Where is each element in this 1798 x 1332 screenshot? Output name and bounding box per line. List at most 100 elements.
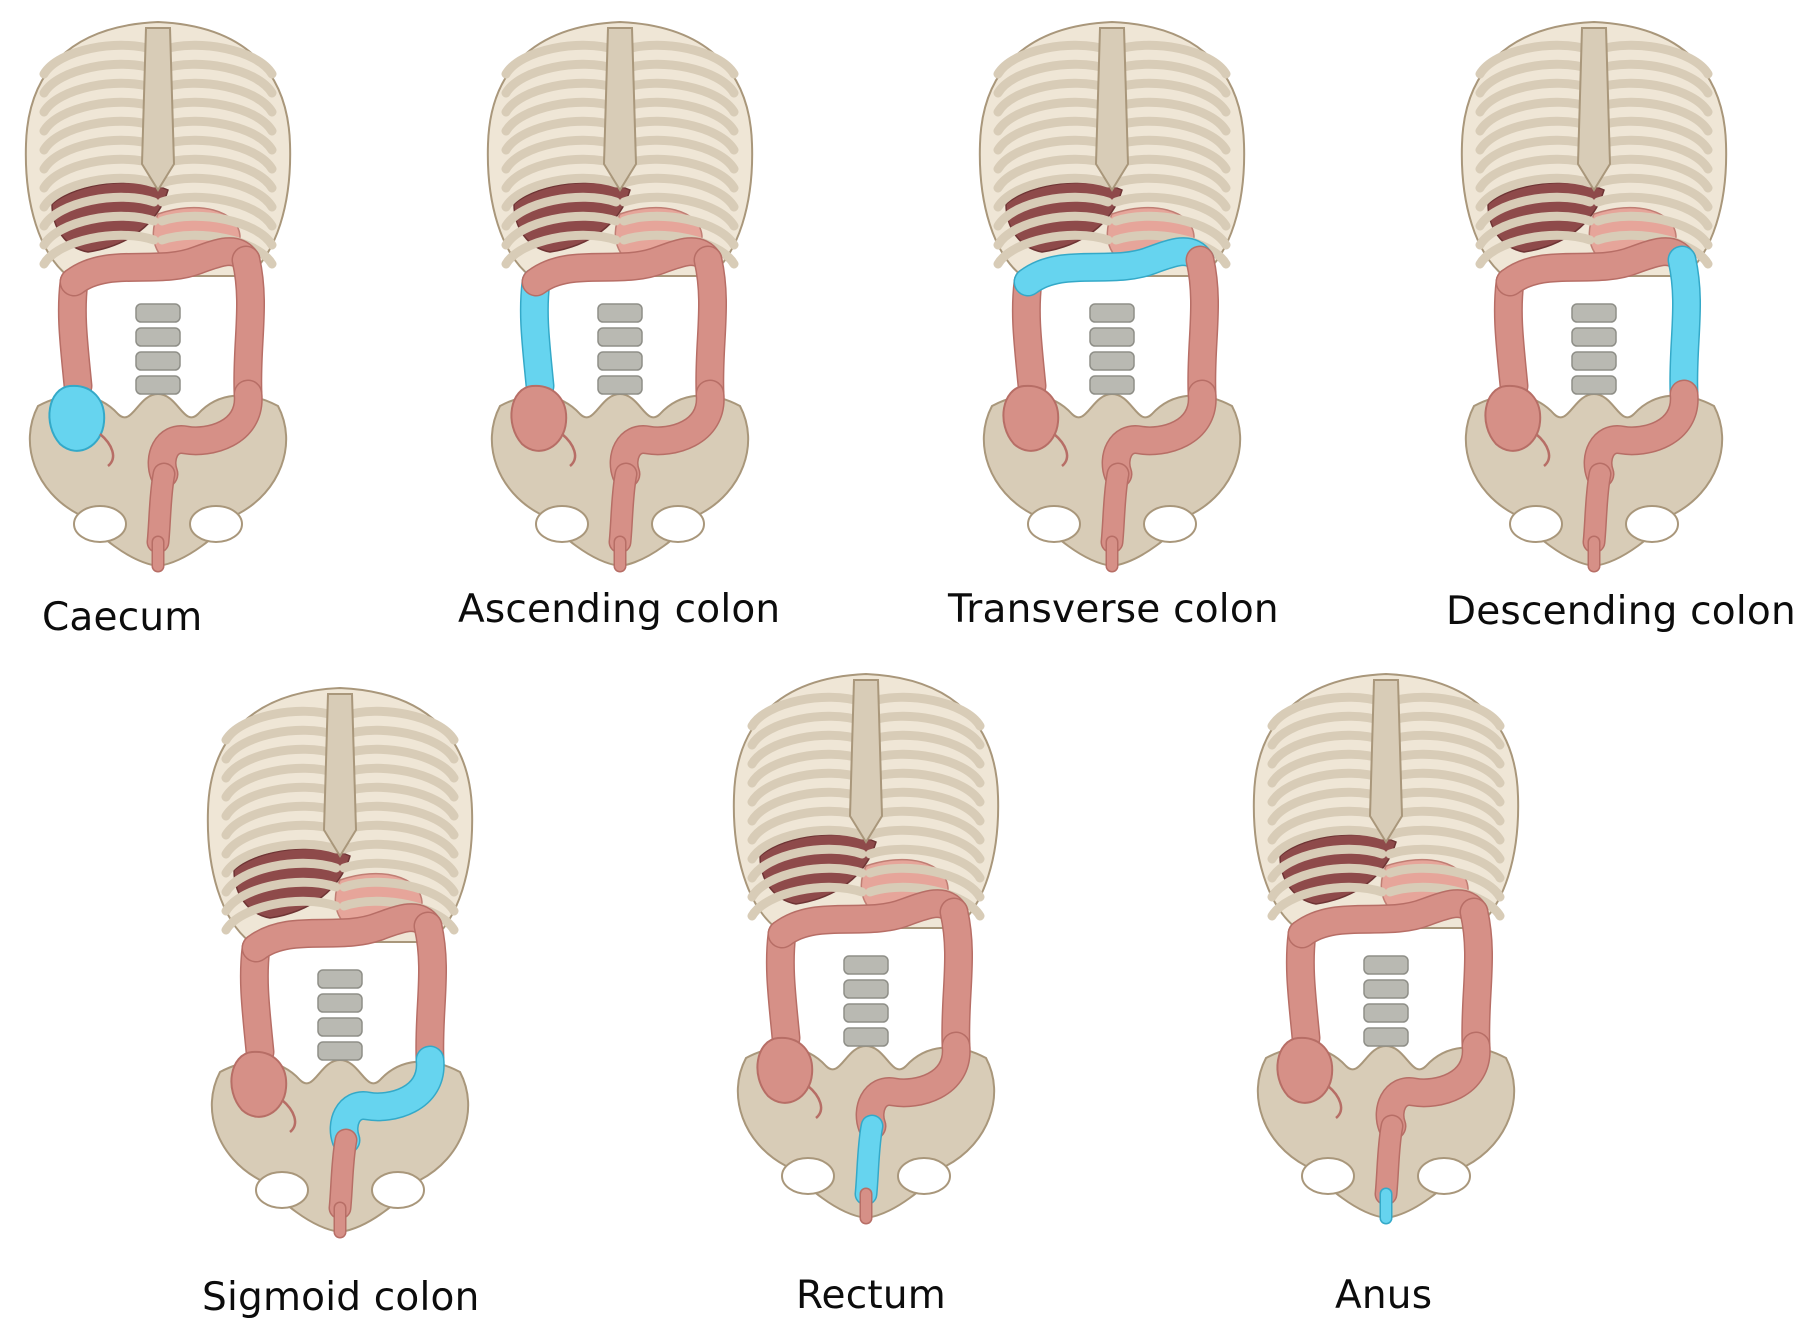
lumbar-vertebra: [1089, 303, 1135, 323]
rib-left: [501, 192, 621, 231]
obturator-foramen-right: [371, 1171, 425, 1209]
obturator-foramen-left: [73, 505, 127, 543]
lumbar-vertebra: [317, 969, 363, 989]
descending-colon: [415, 913, 446, 1073]
rib-left: [39, 97, 159, 136]
anatomy-figure-descending-colon: [1460, 20, 1728, 573]
ascending-colon: [1013, 269, 1045, 399]
caption-sigmoid-colon: Sigmoid colon: [202, 1275, 480, 1320]
rib-right: [865, 825, 985, 864]
anatomy-figure-ascending-colon: [486, 20, 754, 573]
rib-right: [865, 692, 985, 731]
rib-left: [501, 230, 621, 269]
rib-left: [993, 78, 1113, 117]
rib-right: [157, 59, 277, 98]
rib-right: [1593, 192, 1713, 231]
transverse-colon: [243, 904, 441, 961]
rib-left: [221, 725, 341, 764]
lumbar-vertebra: [1089, 375, 1135, 395]
rib-left: [747, 825, 867, 864]
rib-right: [1385, 730, 1505, 769]
lumbar-vertebra: [135, 327, 181, 347]
rectum-colon: [1102, 464, 1128, 552]
rib-left: [501, 116, 621, 155]
sigmoid-colon: [857, 1033, 970, 1139]
torso-group: [1460, 20, 1728, 573]
rib-right: [339, 725, 459, 764]
caecum: [756, 1036, 814, 1104]
rib-left: [501, 40, 621, 79]
lumbar-vertebra: [597, 351, 643, 371]
rib-left: [39, 59, 159, 98]
lumbar-vertebra: [1571, 327, 1617, 347]
rib-left: [501, 78, 621, 117]
rib-left: [221, 706, 341, 745]
rib-left: [993, 173, 1113, 212]
panel-sigmoid-colon: [190, 680, 490, 1260]
lumbar-vertebra: [1571, 351, 1617, 371]
rib-right: [1593, 40, 1713, 79]
torso-group: [732, 672, 1000, 1225]
anatomy-figure-anus: [1252, 672, 1520, 1225]
obturator-foramen-right: [189, 505, 243, 543]
rib-left: [1267, 882, 1387, 921]
rib-right: [1385, 787, 1505, 826]
rib-left: [1475, 211, 1595, 250]
descending-colon: [1669, 247, 1700, 407]
lumbar-vertebra: [1363, 955, 1409, 975]
rib-right: [1111, 173, 1231, 212]
rib-right: [157, 40, 277, 79]
rib-right: [619, 211, 739, 250]
rib-right: [1385, 692, 1505, 731]
obturator-foramen-left: [255, 1171, 309, 1209]
rib-left: [221, 839, 341, 878]
sternum: [848, 679, 884, 844]
rib-right: [619, 78, 739, 117]
rib-right: [339, 801, 459, 840]
lumbar-vertebra: [843, 1003, 889, 1023]
rib-left: [1267, 787, 1387, 826]
ascending-colon: [521, 269, 553, 399]
rib-right: [619, 116, 739, 155]
rib-left: [39, 78, 159, 117]
rib-right: [865, 863, 985, 902]
lumbar-vertebra: [135, 351, 181, 371]
rib-right: [1111, 211, 1231, 250]
rib-left: [39, 211, 159, 250]
ascending-colon: [59, 269, 91, 399]
rib-left: [39, 230, 159, 269]
rib-right: [339, 706, 459, 745]
rib-right: [619, 59, 739, 98]
sigmoid-colon: [1585, 381, 1698, 487]
panel-anus: [1236, 666, 1536, 1246]
rib-right: [339, 782, 459, 821]
rib-right: [157, 116, 277, 155]
rib-left: [221, 763, 341, 802]
sigmoid-colon: [1103, 381, 1216, 487]
rib-left: [1475, 135, 1595, 174]
transverse-colon: [1015, 238, 1213, 295]
obturator-foramen-left: [1301, 1157, 1355, 1195]
lumbar-vertebra: [1363, 979, 1409, 999]
rectum-colon: [330, 1130, 356, 1218]
sternum: [602, 27, 638, 192]
rib-right: [1593, 59, 1713, 98]
rib-right: [157, 192, 277, 231]
anatomy-figure-caecum: [24, 20, 292, 573]
rib-left: [501, 59, 621, 98]
rib-left: [747, 692, 867, 731]
rib-left: [1475, 173, 1595, 212]
rib-right: [619, 192, 739, 231]
rib-right: [157, 78, 277, 117]
lumbar-vertebra: [1089, 327, 1135, 347]
rib-right: [157, 173, 277, 212]
caecum: [1276, 1036, 1334, 1104]
rib-left: [221, 858, 341, 897]
rib-right: [619, 97, 739, 136]
rib-right: [339, 877, 459, 916]
sternum: [140, 27, 176, 192]
panel-rectum: [716, 666, 1016, 1246]
torso-group: [1252, 672, 1520, 1225]
rib-left: [993, 135, 1113, 174]
rib-left: [993, 230, 1113, 269]
